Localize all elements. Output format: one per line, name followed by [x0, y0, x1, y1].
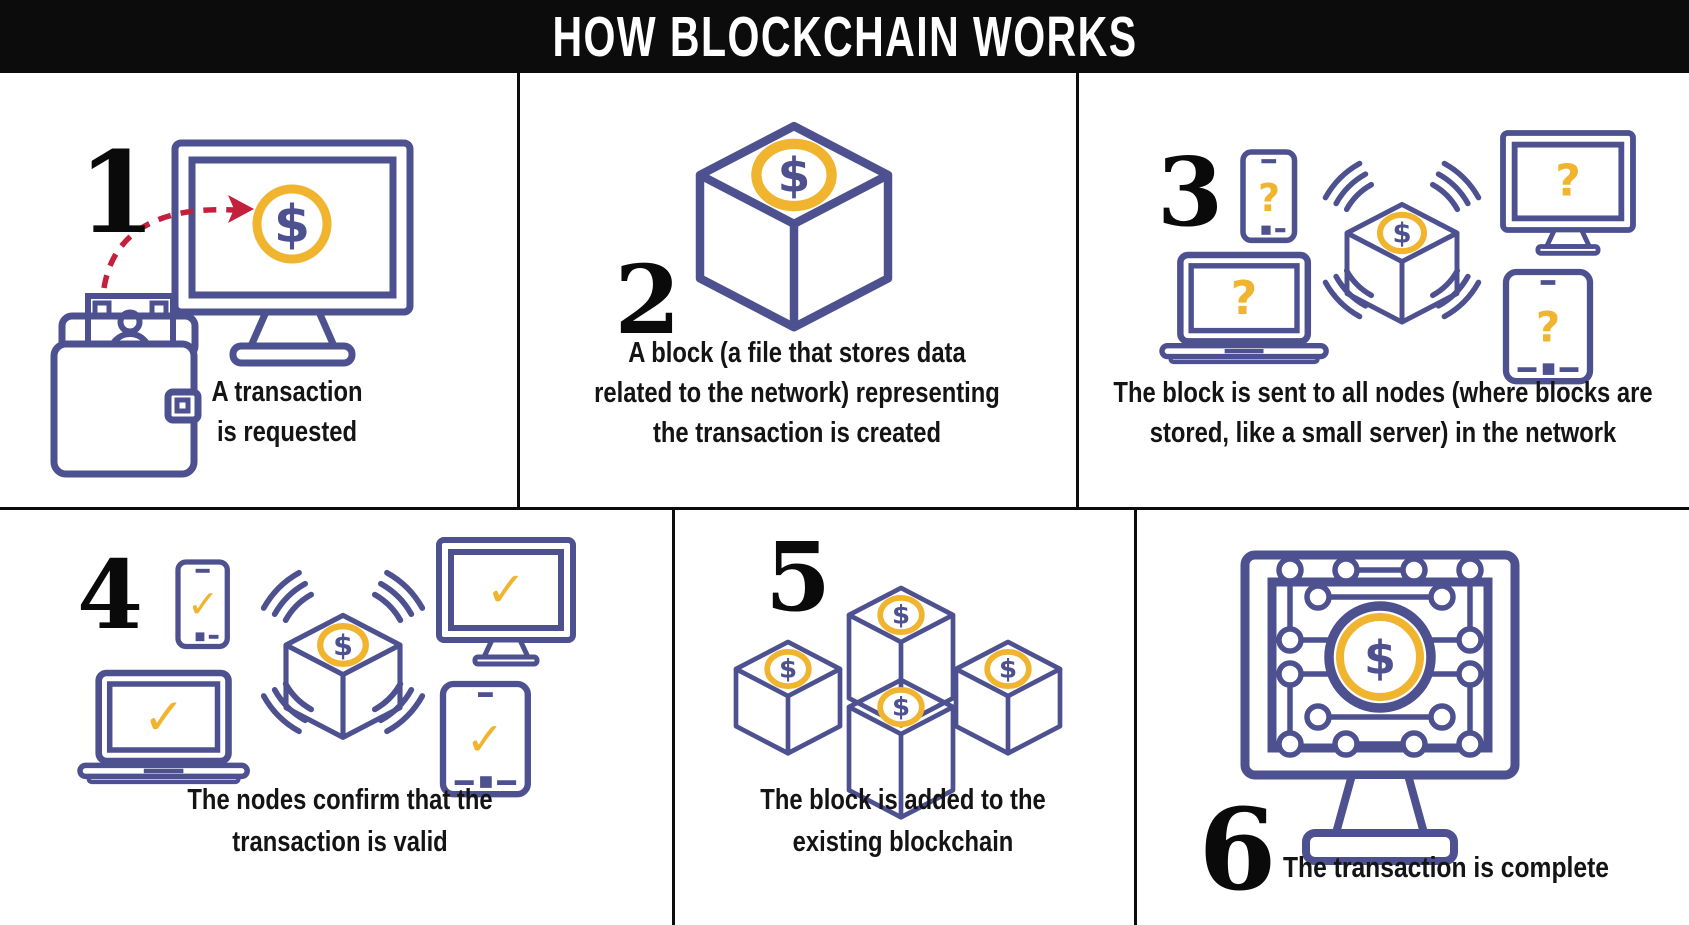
block-cube-icon [1347, 204, 1457, 322]
transfer-arrow-icon [101, 195, 254, 289]
step-caption-line: The block is added to the [760, 784, 1046, 816]
check-glyph: ✓ [187, 582, 219, 626]
question-glyph: ? [1258, 176, 1280, 220]
step-caption-line: The nodes confirm that the [187, 784, 493, 816]
step-caption-line: The block is sent to all nodes (where bl… [1113, 377, 1653, 409]
step-caption-line: transaction is valid [232, 826, 448, 858]
step-number-1: 1 [78, 128, 156, 259]
wallet-icon [50, 293, 202, 478]
step-number-6: 6 [1198, 785, 1277, 916]
panel-4-nodes-confirm: ✓ ✓ ✓ ✓ [80, 540, 573, 794]
block-cube-icon [736, 642, 840, 753]
grid-divider-top-1 [517, 73, 520, 507]
panel-6-transaction-complete: $ [1240, 550, 1520, 865]
grid-divider-bottom-1 [672, 510, 675, 925]
step-caption-line: existing blockchain [792, 826, 1014, 858]
grid-divider-top-2 [1076, 73, 1079, 507]
step-number-2: 2 [614, 245, 681, 356]
block-cube-icon [286, 615, 400, 737]
circuit-board-icon: $ [1276, 556, 1484, 758]
monitor-icon [171, 139, 414, 367]
panel-3-block-sent: ? ? ? ? [1162, 133, 1633, 381]
page-title: HOW BLOCKCHAIN WORKS [551, 5, 1138, 69]
step-caption-line: related to the network) representing [594, 377, 1000, 409]
dollar-coin-icon: $ [1324, 601, 1436, 713]
monitor-icon [1240, 550, 1520, 865]
svg-text:$: $ [1364, 631, 1396, 685]
title-bar [0, 0, 1689, 73]
dollar-coin-icon: $ [252, 184, 332, 264]
panel-2-block-created [700, 126, 888, 327]
check-glyph: ✓ [143, 688, 185, 746]
step-caption-line: is requested [216, 416, 358, 448]
step-caption-line: A block (a file that stores data [628, 337, 966, 369]
block-cube-icon [956, 642, 1060, 753]
step-caption-line: the transaction is created [652, 417, 942, 449]
block-cube-icon [700, 126, 888, 327]
question-glyph: ? [1555, 156, 1581, 207]
panel-1-transaction-requested: $ [50, 139, 414, 478]
question-glyph: ? [1231, 271, 1258, 325]
grid-divider-bottom-2 [1134, 510, 1137, 925]
step-caption-line: stored, like a small server) in the netw… [1149, 417, 1617, 449]
step-caption-line: A transaction [211, 376, 363, 408]
step-caption-line: The transaction is complete [1283, 852, 1610, 884]
grid-divider-horizontal [0, 507, 1689, 510]
check-glyph: ✓ [486, 562, 526, 618]
check-glyph: ✓ [466, 712, 505, 766]
question-glyph: ? [1536, 303, 1560, 352]
step-number-4: 4 [76, 540, 144, 651]
step-number-5: 5 [764, 522, 832, 633]
step-number-3: 3 [1156, 137, 1224, 248]
svg-text:$: $ [274, 195, 310, 255]
